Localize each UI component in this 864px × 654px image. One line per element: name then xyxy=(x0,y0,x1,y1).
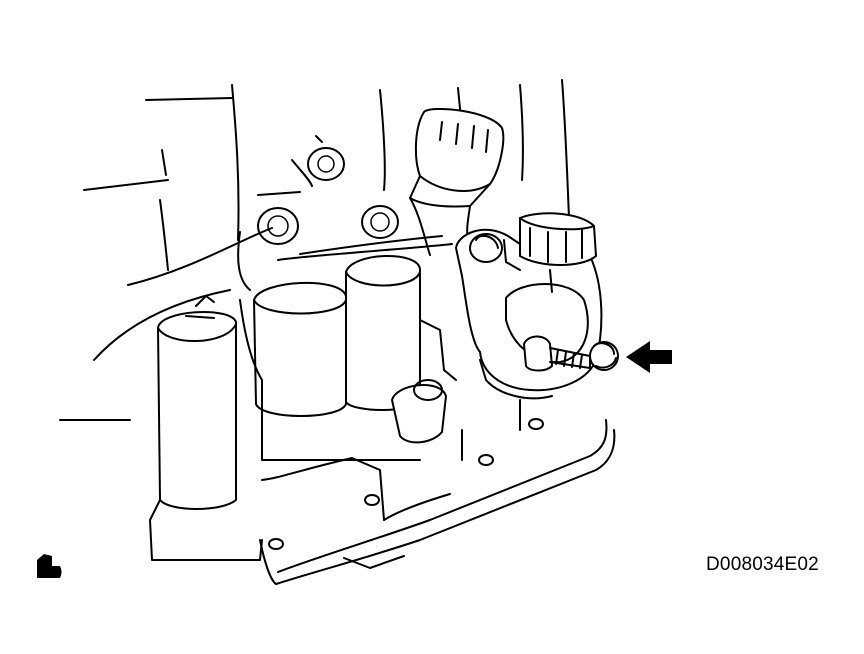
oil-pan-outline xyxy=(275,419,616,585)
figure-id-label: D008034E02 xyxy=(706,554,819,575)
torque-wrench-symbol xyxy=(37,554,62,578)
center-boss xyxy=(391,379,447,444)
bolt xyxy=(523,335,619,372)
filler-tube xyxy=(409,107,505,256)
transmission-case-outline xyxy=(59,79,571,421)
solenoid-cylinders xyxy=(157,254,421,510)
sensor-housing xyxy=(455,212,603,400)
pointer-arrow-icon xyxy=(626,341,672,373)
case-bosses xyxy=(237,147,399,291)
valve-body-plates xyxy=(149,235,544,585)
